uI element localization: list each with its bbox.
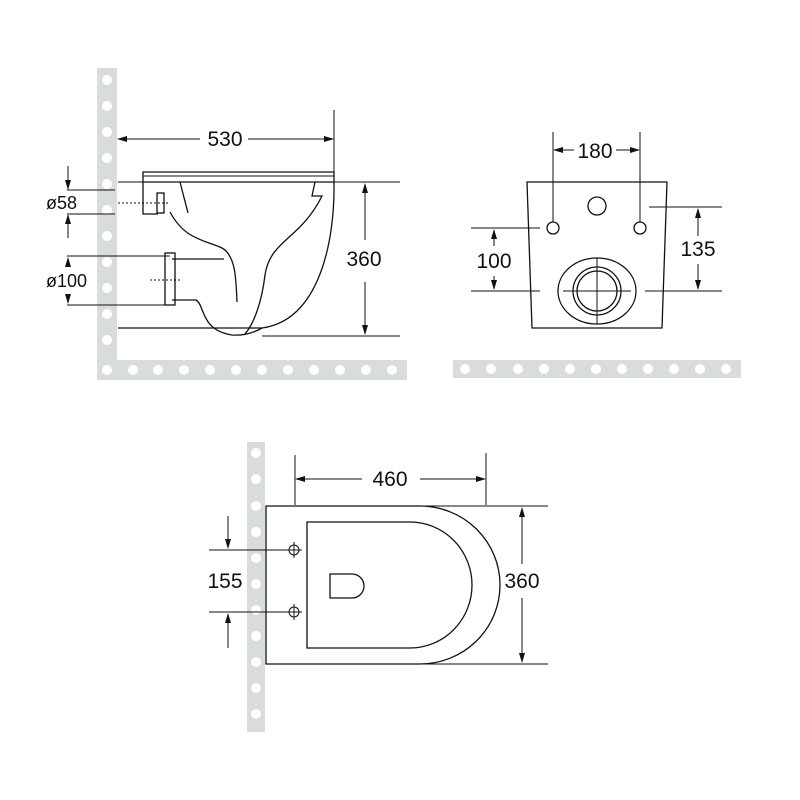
dim-top-bolt-spacing: 155 (207, 570, 242, 593)
dim-rear-height: 135 (680, 238, 715, 261)
wall-strip-vertical (97, 68, 117, 380)
dim-water-inlet: ø58 (46, 193, 77, 213)
wall-strip-top (247, 442, 265, 732)
rear-view: 180 100 135 (453, 132, 741, 378)
dim-side-height: 360 (346, 248, 381, 271)
floor-strip-rear (453, 360, 741, 378)
dim-top-width: 360 (504, 570, 539, 593)
top-view: 460 360 155 (207, 442, 548, 732)
side-view: 530 360 ø58 ø (46, 68, 407, 380)
dim-side-length: 530 (207, 128, 242, 151)
floor-strip-horizontal (97, 360, 407, 380)
dim-rear-bolt-spacing: 180 (577, 140, 612, 163)
dim-rear-bolt-to-outlet: 100 (476, 250, 511, 273)
dim-top-depth: 460 (372, 468, 407, 491)
dim-outlet: ø100 (46, 271, 87, 291)
